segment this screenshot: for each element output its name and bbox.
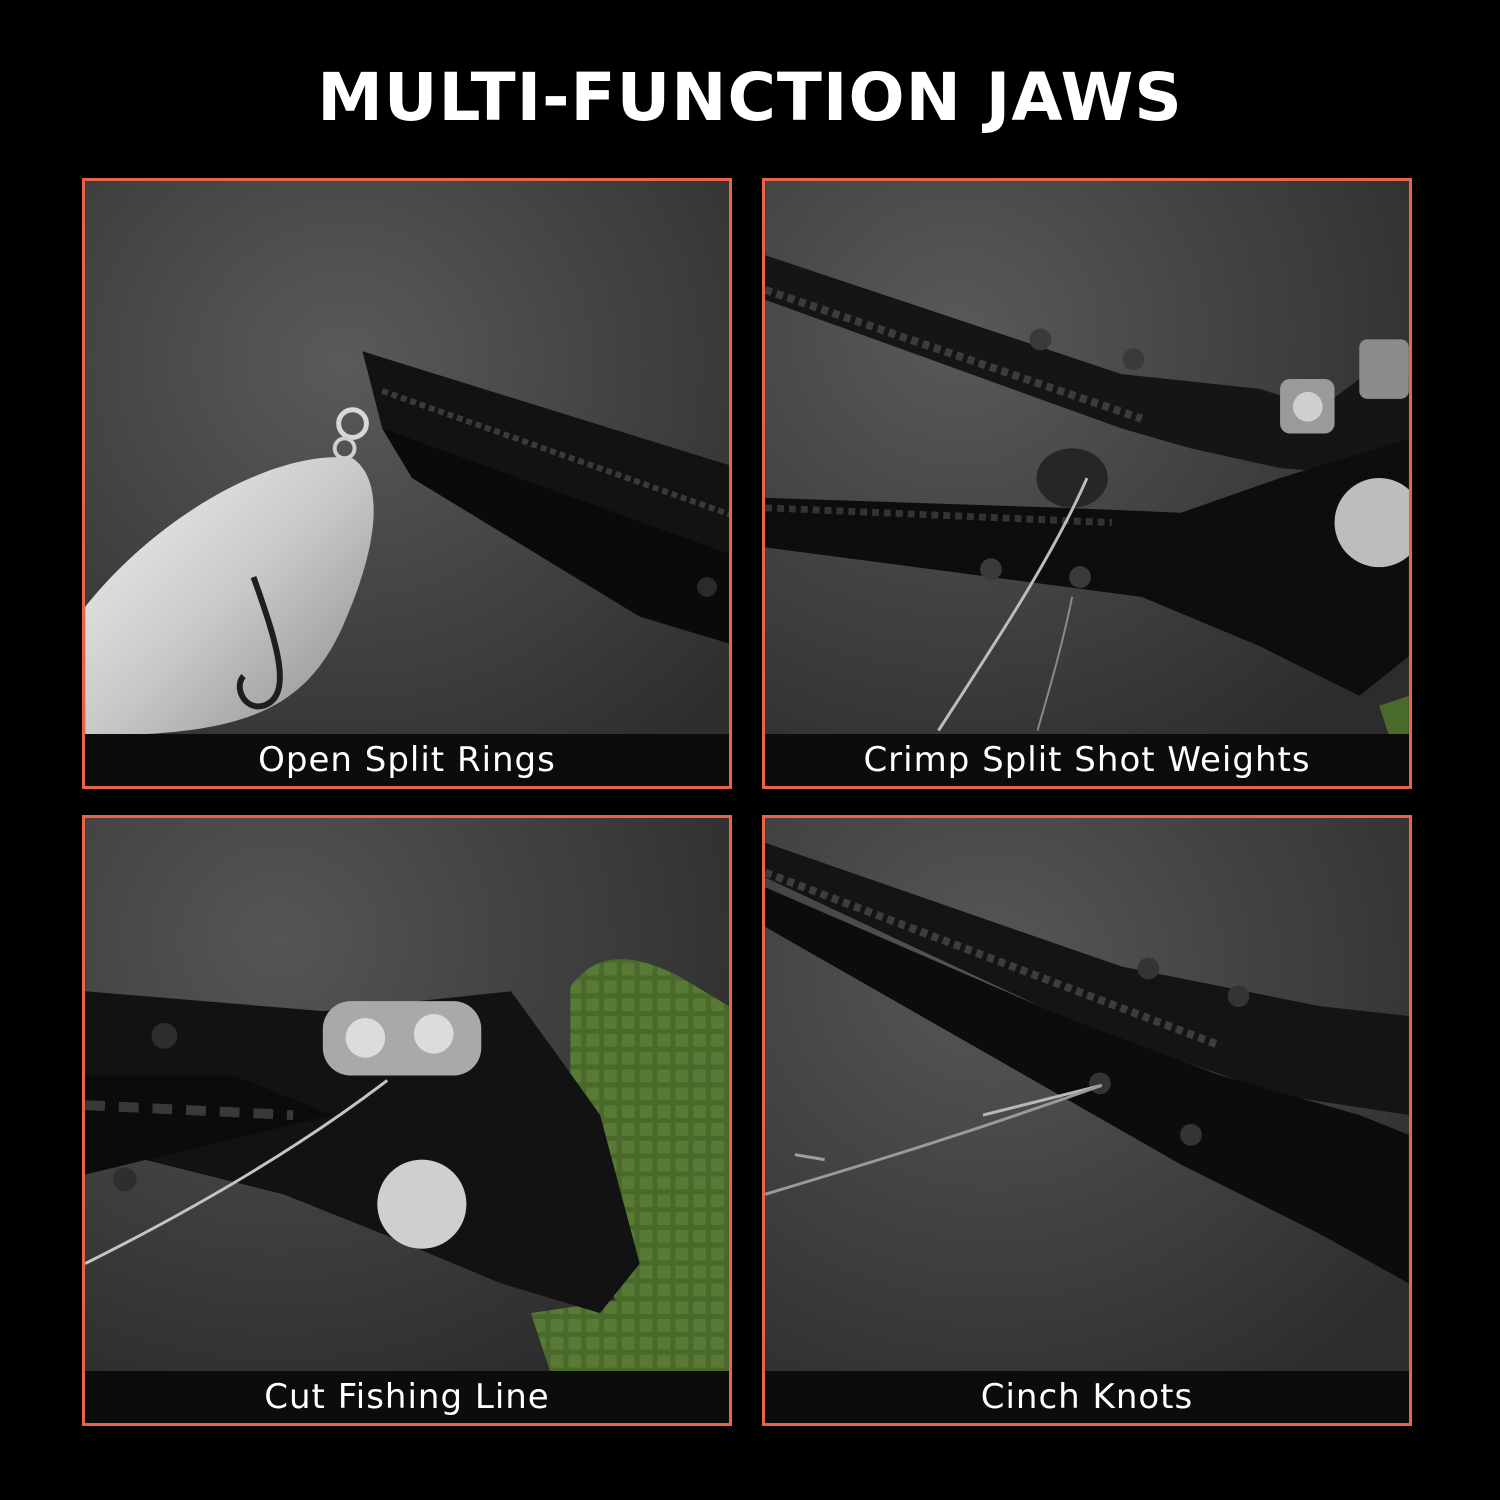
pliers-with-lure-photo: [85, 181, 729, 786]
caption-bar: Cut Fishing Line: [85, 1371, 729, 1423]
feature-panel-cinch-knots: Cinch Knots: [762, 815, 1412, 1426]
panel-caption: Open Split Rings: [258, 740, 556, 780]
caption-bar: Cinch Knots: [765, 1371, 1409, 1423]
feature-panel-split-rings: Open Split Rings: [82, 178, 732, 789]
feature-panel-split-shot: Crimp Split Shot Weights: [762, 178, 1412, 789]
panel-caption: Cut Fishing Line: [264, 1377, 550, 1417]
panel-caption: Cinch Knots: [980, 1377, 1194, 1417]
pliers-cutter-photo: [85, 818, 729, 1423]
pliers-with-split-shot-photo: [765, 181, 1409, 786]
pliers-with-hook-photo: [765, 818, 1409, 1423]
feature-panel-cut-line: Cut Fishing Line: [82, 815, 732, 1426]
caption-bar: Open Split Rings: [85, 734, 729, 786]
panel-caption: Crimp Split Shot Weights: [863, 740, 1311, 780]
headline: MULTI-FUNCTION JAWS: [317, 59, 1183, 136]
caption-bar: Crimp Split Shot Weights: [765, 734, 1409, 786]
